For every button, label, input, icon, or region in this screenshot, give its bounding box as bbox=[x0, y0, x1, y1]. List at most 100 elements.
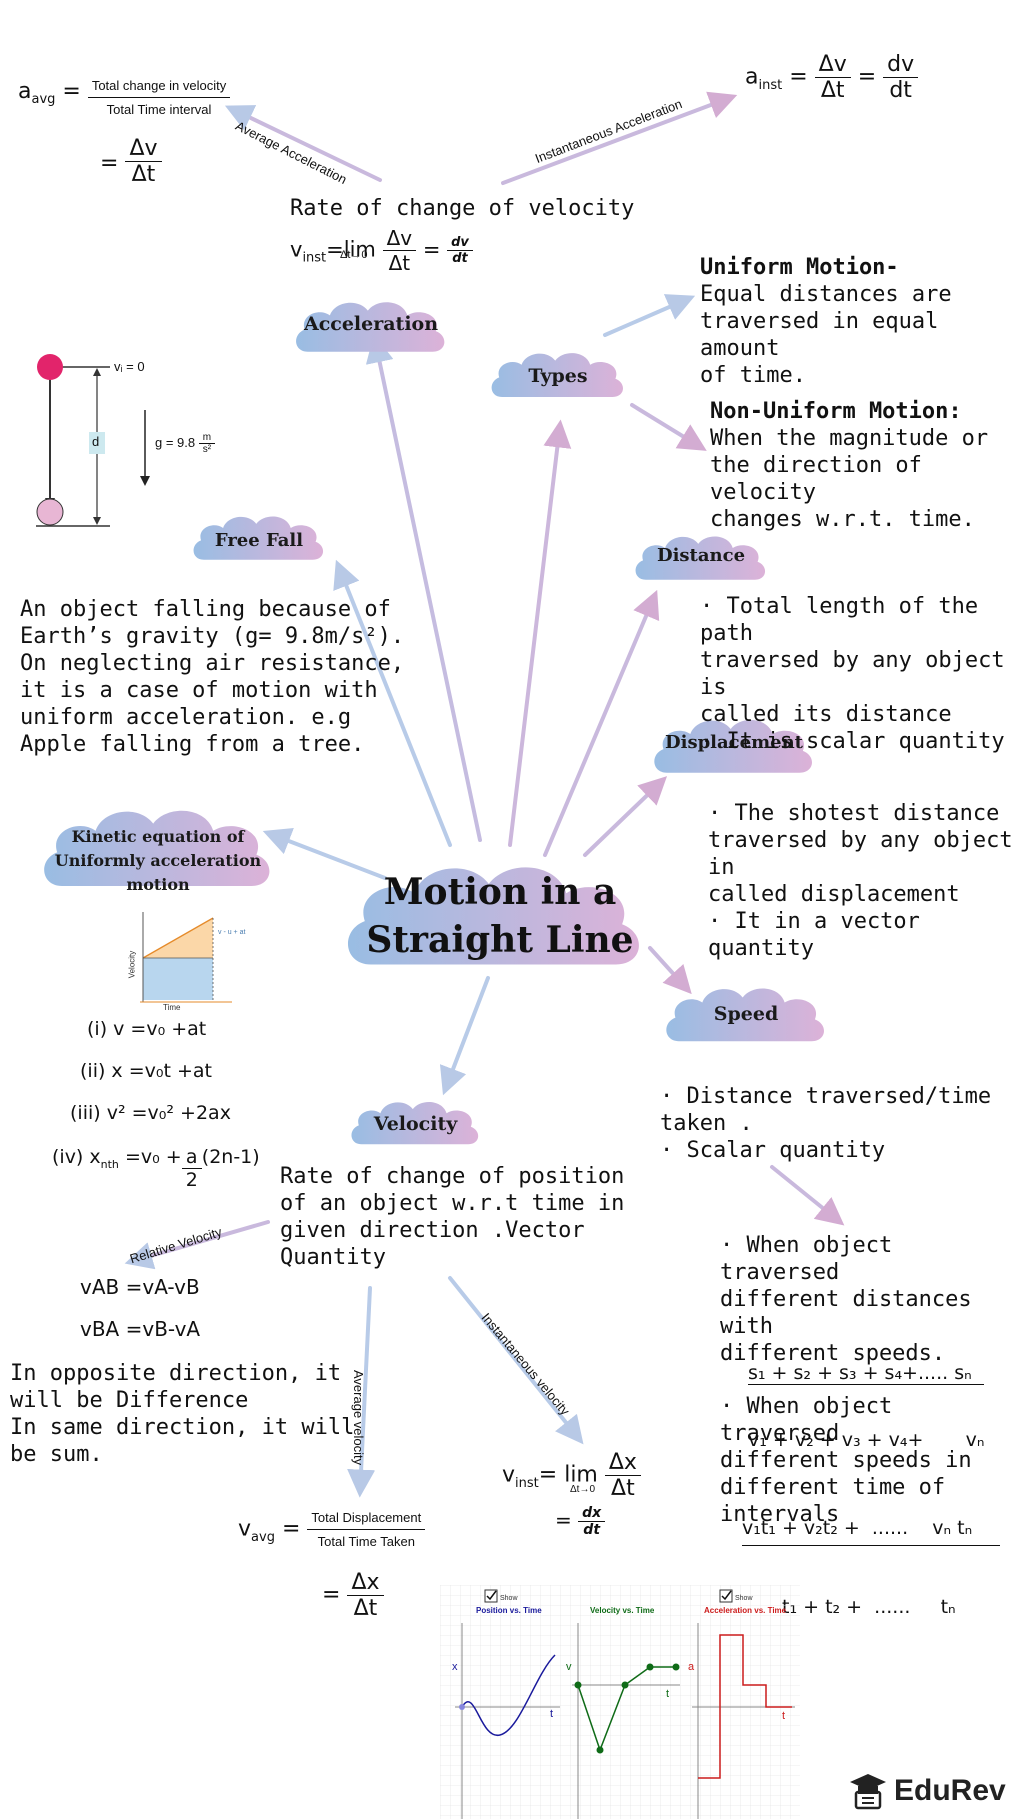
node-types[interactable]: Types bbox=[528, 365, 588, 387]
vel-axis-v: v bbox=[566, 1661, 572, 1673]
connectors bbox=[124, 91, 845, 1498]
nonuniform-motion-text: When the magnitude or the direction of v… bbox=[710, 426, 989, 532]
pos-axis-x: x bbox=[452, 1661, 458, 1673]
kinetic-eq-1: (i) v =v₀ +at bbox=[87, 1018, 207, 1040]
free-fall-text: An object falling because of Earth’s gra… bbox=[20, 597, 405, 757]
v-avg-num: Total Displacement bbox=[307, 1510, 426, 1530]
v-avg2-num: Δx bbox=[347, 1570, 384, 1596]
node-kinetic[interactable]: Kinetic equation of Uniformly accelerati… bbox=[54, 827, 262, 894]
node-speed[interactable]: Speed bbox=[713, 1003, 779, 1025]
vel-title: Velocity vs. Time bbox=[590, 1606, 655, 1615]
eq4-sub: nth bbox=[100, 1157, 119, 1171]
a-avg2-num: Δv bbox=[125, 136, 162, 162]
a-inst-num1: Δv bbox=[814, 52, 851, 78]
speed-case2: · When object traversed different speeds… bbox=[720, 1394, 972, 1527]
speed-case1-num: s₁ + s₂ + s₃ + s₄+..... sₙ bbox=[748, 1362, 985, 1385]
show-label-1: Show bbox=[500, 1595, 518, 1602]
a-avg2-den: Δt bbox=[131, 162, 156, 187]
speed-case2-num: v₁t₁ + v₂t₂ + ...... vₙ tₙ bbox=[742, 1517, 1000, 1546]
node-velocity[interactable]: Velocity bbox=[373, 1113, 458, 1135]
speed-case1-den: v₁ + v₂ + v₃ + v₄+ vₙ bbox=[748, 1429, 985, 1451]
label-g-unit-n: m bbox=[198, 432, 216, 444]
kinetic-graph-xlabel: Time bbox=[163, 1003, 181, 1012]
v-inst-den: Δt bbox=[611, 1476, 635, 1501]
label-vi: vᵢ = 0 bbox=[114, 359, 145, 374]
eq4-den: 2 bbox=[185, 1169, 198, 1191]
accel-rate-text: Rate of change of velocity bbox=[290, 196, 635, 221]
velocity-graph: Velocity vs. Time v t bbox=[566, 1606, 680, 1819]
eq4-lhs: (iv) x bbox=[52, 1146, 101, 1168]
arrow-to-displacement bbox=[583, 776, 668, 857]
v-avg2-den: Δt bbox=[353, 1596, 378, 1621]
arrow-to-acceleration bbox=[365, 334, 482, 842]
show-label-2: Show bbox=[735, 1595, 753, 1602]
a-avg-symbol: a bbox=[18, 78, 32, 104]
a-inst-den2: dt bbox=[889, 78, 912, 103]
formula-vba: vBA =vB-vA bbox=[80, 1317, 201, 1341]
kinetic-graph-ylabel: Velocity bbox=[127, 950, 137, 979]
a-avg-numerator: Total change in velocity bbox=[87, 78, 231, 98]
position-graph: Show Position vs. Time x t bbox=[452, 1589, 560, 1819]
ball-top bbox=[37, 354, 63, 380]
arrow-to-velocity bbox=[439, 976, 490, 1096]
formula-a-avg: aavg = Total change in velocity Total Ti… bbox=[18, 78, 231, 117]
speed-case2-den: t₁ + t₂ + ...... tₙ bbox=[782, 1596, 956, 1618]
node-acceleration[interactable]: Acceleration bbox=[303, 313, 439, 335]
node-distance[interactable]: Distance bbox=[656, 545, 746, 566]
uniform-motion-text: Equal distances are traversed in equal a… bbox=[700, 282, 952, 388]
lim-den: Δt bbox=[388, 251, 411, 275]
arrow-speed-cases bbox=[770, 1165, 845, 1226]
speed-case1-formula: s₁ + s₂ + s₃ + s₄+..... sₙ v₁ + v₂ + v₃ … bbox=[748, 1318, 985, 1473]
label-g-unit-d: s² bbox=[202, 444, 212, 455]
kinetic-eq-3: (iii) v² =v₀² +2ax bbox=[70, 1102, 231, 1124]
v-inst2-den: dt bbox=[583, 1522, 601, 1538]
lim-num: Δv bbox=[382, 226, 417, 251]
a-inst-sub: inst bbox=[758, 77, 783, 93]
label-g-value: g = 9.8 bbox=[155, 434, 196, 450]
relative-velocity-text: In opposite direction, it will be Differ… bbox=[10, 1361, 355, 1467]
acc-axis-t: t bbox=[782, 1710, 785, 1722]
v-inst-sub: inst bbox=[515, 1475, 539, 1491]
brand-text: EduRev bbox=[894, 1774, 1006, 1807]
kinetic-eq-2: (ii) x =v₀t +at bbox=[80, 1060, 212, 1082]
label-average-velocity: Average velocity bbox=[351, 1370, 366, 1466]
speed-case1: · When object traversed different distan… bbox=[720, 1233, 972, 1366]
arrow-uniform bbox=[603, 294, 696, 337]
arrow-avg-accel bbox=[224, 105, 382, 182]
vel-axis-t: t bbox=[666, 1688, 669, 1700]
distance-text: · Total length of the path traversed by … bbox=[700, 594, 1005, 754]
a-inst-symbol: a bbox=[745, 64, 759, 90]
v-inst-sym: v bbox=[502, 1462, 516, 1488]
node-displacement[interactable]: Displacement bbox=[665, 732, 803, 753]
v-avg-den: Total Time Taken bbox=[317, 1534, 415, 1549]
v-inst2-num: dx bbox=[578, 1505, 606, 1522]
v-avg-sub: avg bbox=[251, 1529, 275, 1545]
formula-vab: vAB =vA-vB bbox=[80, 1275, 200, 1299]
node-free-fall[interactable]: Free Fall bbox=[214, 530, 304, 551]
v-inst-lim-sub: Δt→0 bbox=[570, 1484, 596, 1495]
arrow-to-types bbox=[508, 419, 572, 847]
ball-bottom bbox=[36, 498, 64, 526]
arrow-to-kinetic bbox=[262, 827, 387, 880]
lim-num2: dv bbox=[447, 235, 473, 251]
title-line2: Straight Line bbox=[366, 919, 634, 961]
a-avg-sub: avg bbox=[31, 91, 56, 107]
acc-axis-a: a bbox=[688, 1661, 695, 1673]
kinetic-graph-eq: v - u + at bbox=[218, 929, 246, 936]
brand-logo[interactable]: EduRev bbox=[848, 1772, 1006, 1810]
eq4-mid: =v₀ + bbox=[118, 1146, 182, 1168]
pos-title: Position vs. Time bbox=[476, 1606, 542, 1615]
pos-axis-t: t bbox=[550, 1708, 553, 1720]
a-avg-denominator: Total Time interval bbox=[106, 102, 212, 117]
speed-text: · Distance traversed/time taken . · Scal… bbox=[660, 1084, 992, 1163]
arrow-inst-velocity bbox=[448, 1276, 584, 1445]
arrow-avg-velocity bbox=[347, 1286, 376, 1498]
a-inst-den1: Δt bbox=[820, 78, 845, 103]
free-fall-diagram bbox=[36, 354, 150, 527]
